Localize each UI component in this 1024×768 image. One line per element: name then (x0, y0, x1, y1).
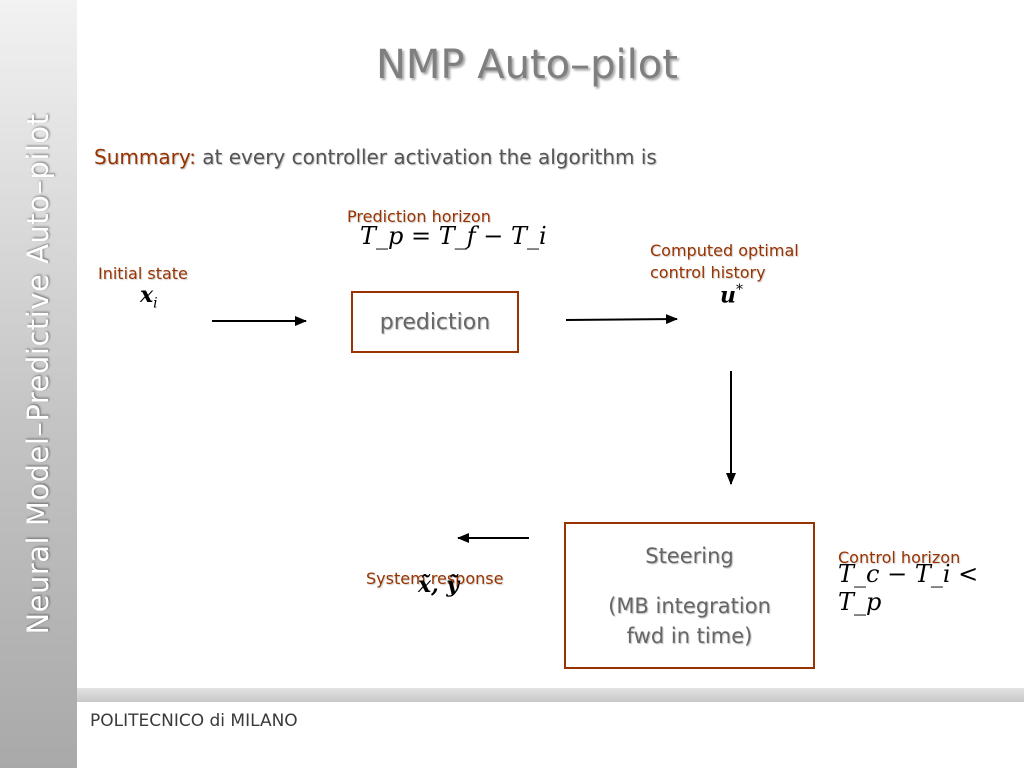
steering-box-line2: (MB integration (608, 593, 771, 618)
prediction-box: prediction (351, 291, 519, 353)
optimal-control-symbol: u* (720, 282, 743, 308)
steering-box-line3: fwd in time) (626, 623, 753, 648)
prediction-horizon-label: Prediction horizon (347, 207, 491, 226)
optimal-control-symbol-superscript: * (736, 282, 743, 298)
optimal-control-symbol-main: u (720, 282, 736, 309)
system-response-symbols: x̃, ỹ (418, 572, 460, 598)
optimal-control-label: Computed optimal control history (650, 240, 799, 284)
summary-lead: Summary: (94, 145, 196, 169)
initial-state-symbol-subscript: i (153, 295, 158, 312)
footer-bar (77, 688, 1024, 702)
summary-text: at every controller activation the algor… (202, 145, 657, 169)
steering-box: Steering (MB integration fwd in time) (564, 522, 815, 669)
initial-state-symbol: xi (140, 282, 158, 311)
prediction-horizon-formula: T_p = T_f − T_i (360, 222, 547, 250)
arrow-prediction-to-control (565, 314, 678, 325)
control-horizon-label: Control horizon (838, 548, 961, 567)
system-response-label: System response (366, 569, 504, 588)
prediction-box-label: prediction (379, 309, 491, 335)
footer-text: POLITECNICO di MILANO (90, 711, 298, 731)
initial-state-symbol-main: x (140, 282, 154, 308)
optimal-control-label-line2: control history (650, 263, 766, 282)
slide-title: NMP Auto–pilot (376, 42, 678, 88)
summary-line: Summary: at every controller activation … (94, 145, 657, 169)
steering-box-line1: Steering (645, 543, 734, 568)
optimal-control-label-line1: Computed optimal (650, 241, 799, 260)
initial-state-label: Initial state (98, 264, 188, 283)
control-horizon-formula: T_c − T_i < T_p (838, 560, 979, 616)
sidebar: Neural Model–Predictive Auto–pilot (0, 0, 77, 768)
sidebar-title: Neural Model–Predictive Auto–pilot (21, 113, 55, 635)
